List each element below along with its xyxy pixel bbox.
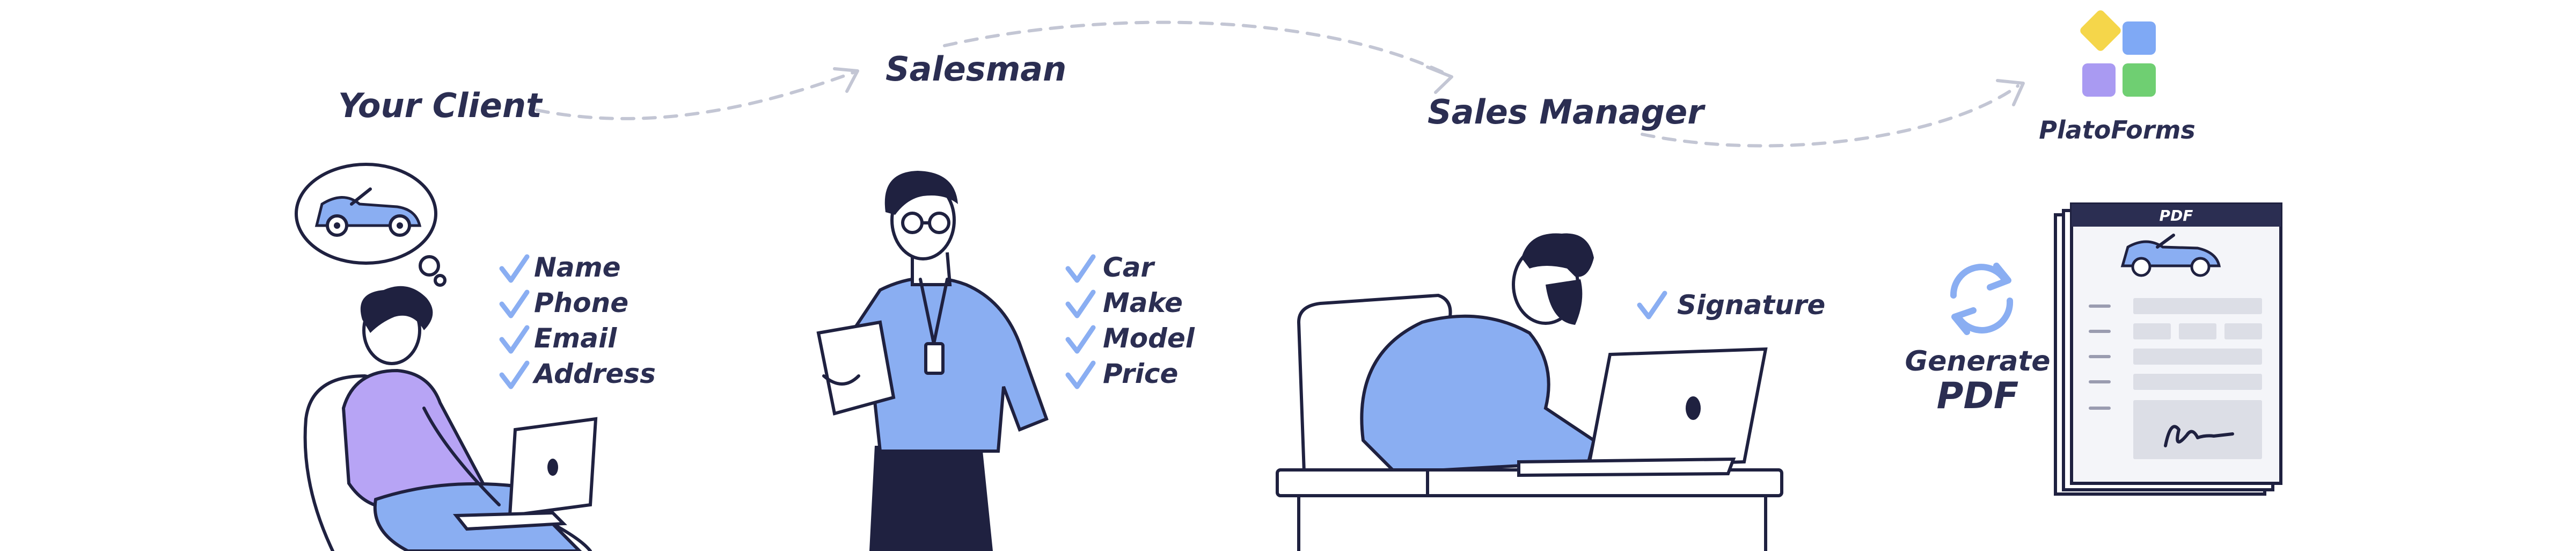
check-item: Name bbox=[499, 252, 621, 283]
brand-logo-icon bbox=[2080, 10, 2156, 97]
check-label: Make bbox=[1103, 287, 1183, 318]
check-item: Phone bbox=[499, 287, 628, 318]
check-item: Address bbox=[499, 358, 656, 389]
brand-tile-yellow bbox=[2080, 10, 2121, 51]
signature-mark bbox=[2164, 425, 2234, 447]
check-label: Signature bbox=[1677, 289, 1825, 321]
generate-label: Generate bbox=[1905, 345, 2050, 378]
connector-salesman-manager bbox=[943, 20, 1451, 77]
check-label: Phone bbox=[534, 287, 628, 318]
car-thought-icon bbox=[314, 187, 422, 237]
refresh-icon bbox=[1950, 263, 2014, 335]
connector-manager-pdf bbox=[1641, 84, 2019, 148]
flow-connectors bbox=[535, 20, 2025, 148]
check-label: Price bbox=[1103, 358, 1178, 389]
check-label: Email bbox=[534, 323, 617, 354]
arrowhead-manager bbox=[1426, 66, 1453, 94]
check-item: Make bbox=[1065, 287, 1183, 318]
check-item: Email bbox=[499, 323, 617, 354]
clipboard-icon bbox=[816, 320, 896, 416]
check-icon bbox=[499, 360, 530, 389]
arrowhead-pdf bbox=[1996, 79, 2025, 106]
salesman-illustration bbox=[816, 171, 1049, 551]
check-label: Model bbox=[1103, 323, 1195, 354]
manager-illustration bbox=[1276, 233, 1783, 551]
thought-bubble bbox=[295, 163, 437, 265]
car-icon bbox=[2120, 234, 2221, 277]
check-label: Address bbox=[532, 358, 656, 389]
document-icon: PDF bbox=[2054, 202, 2282, 496]
check-item: Car bbox=[1065, 252, 1155, 283]
check-item: Price bbox=[1065, 358, 1178, 389]
check-icon bbox=[499, 289, 530, 318]
generate-pdf: Generate PDF bbox=[1905, 263, 2051, 417]
connector-client-salesman bbox=[535, 71, 855, 120]
check-icon bbox=[1065, 254, 1096, 283]
role-manager-label: Sales Manager bbox=[1428, 92, 1706, 132]
manager-body bbox=[1360, 314, 1596, 475]
check-icon bbox=[1637, 291, 1667, 320]
pdf-header-label: PDF bbox=[2160, 207, 2193, 224]
brand-tile-blue bbox=[2123, 21, 2156, 55]
role-salesman-label: Salesman bbox=[885, 49, 1066, 89]
role-client-label: Your Client bbox=[338, 86, 543, 125]
arrowhead-salesman bbox=[833, 67, 859, 93]
check-icon bbox=[1065, 360, 1096, 389]
pdf-row-markers bbox=[2089, 305, 2111, 410]
check-icon bbox=[499, 254, 530, 283]
brand-name: PlatoForms bbox=[2039, 115, 2196, 144]
brand-tile-purple bbox=[2082, 63, 2116, 97]
laptop-icon bbox=[1517, 347, 1768, 477]
generate-pdf-label: PDF bbox=[1937, 375, 2019, 417]
manager-checklist: Signature bbox=[1637, 289, 1825, 321]
check-item: Model bbox=[1065, 323, 1195, 354]
client-body bbox=[341, 368, 486, 509]
check-item: Signature bbox=[1637, 289, 1825, 321]
laptop-icon bbox=[452, 417, 598, 531]
check-icon bbox=[499, 325, 530, 354]
pdf-header-bar bbox=[2072, 204, 2281, 227]
brand-tile-green bbox=[2123, 63, 2156, 97]
check-label: Name bbox=[534, 252, 621, 283]
check-icon bbox=[1065, 289, 1096, 318]
check-label: Car bbox=[1103, 252, 1155, 283]
client-illustration bbox=[295, 163, 598, 551]
salesman-checklist: Car Make Model Price bbox=[1065, 252, 1195, 389]
client-checklist: Name Phone Email Address bbox=[499, 252, 656, 389]
check-icon bbox=[1065, 325, 1096, 354]
